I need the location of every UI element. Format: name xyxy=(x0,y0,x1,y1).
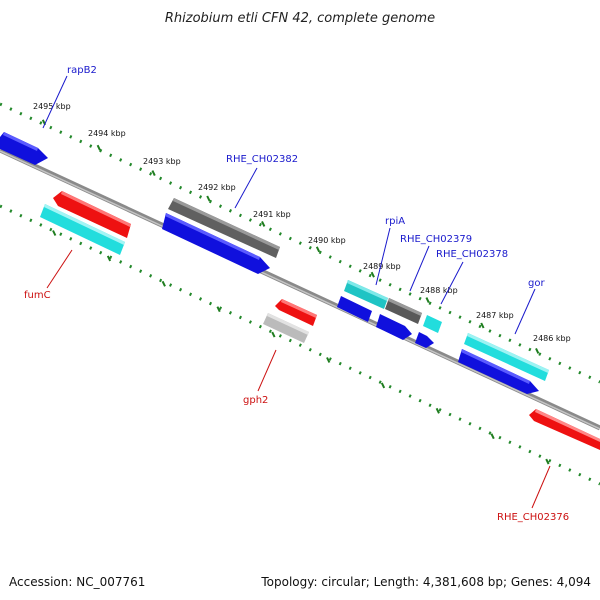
gene-label-gph2: gph2 xyxy=(243,395,268,406)
gene-arrow-RHE_CH02378[interactable] xyxy=(415,332,434,348)
genome-backbone xyxy=(0,147,600,431)
gene-arrow-RHE_CH02382[interactable] xyxy=(162,213,270,274)
tick-label: 2491 kbp xyxy=(253,210,291,219)
forward-tick-ring xyxy=(0,102,600,384)
cds-cyan-RHE_CH02378[interactable] xyxy=(423,315,442,333)
tick-label: 2487 kbp xyxy=(476,311,514,320)
tick-label: 2495 kbp xyxy=(33,102,71,111)
gene-label-fumC: fumC xyxy=(24,290,51,301)
tick-label: 2494 kbp xyxy=(88,129,126,138)
gene-label-RHE_CH02379: RHE_CH02379 xyxy=(400,234,472,245)
gene-arrow-RHE_CH02379[interactable] xyxy=(376,314,412,340)
gene-label-RHE_CH02382: RHE_CH02382 xyxy=(226,154,298,165)
tick-label: 2486 kbp xyxy=(533,334,571,343)
reverse-tick-ring xyxy=(0,204,600,486)
forward-major-ticks xyxy=(41,119,540,354)
gene-label-RHE_CH02378: RHE_CH02378 xyxy=(436,249,508,260)
reverse-major-ticks xyxy=(52,230,550,465)
cds-gray-RHE_CH02379[interactable] xyxy=(385,298,422,324)
gene-label-rapB2: rapB2 xyxy=(67,65,97,76)
gene-label-RHE_CH02376: RHE_CH02376 xyxy=(497,512,569,523)
tick-labels: 2495 kbp 2494 kbp 2493 kbp 2492 kbp 2491… xyxy=(33,102,571,343)
forward-cds-row xyxy=(168,198,549,381)
footer-summary: Topology: circular; Length: 4,381,608 bp… xyxy=(260,575,591,589)
gene-arrow-RHE_CH02376[interactable] xyxy=(529,409,600,450)
cds-lightgray-gph2[interactable] xyxy=(263,313,309,343)
gene-arrow-fumC-red[interactable] xyxy=(53,191,131,238)
reverse-gene-row xyxy=(53,191,600,450)
gene-arrow-gph2-red[interactable] xyxy=(275,299,317,326)
gene-arrow-gor[interactable] xyxy=(458,349,539,394)
tick-label: 2490 kbp xyxy=(308,236,346,245)
tick-label: 2489 kbp xyxy=(363,262,401,271)
cds-cyan-fumC[interactable] xyxy=(40,204,125,255)
tick-label: 2488 kbp xyxy=(420,286,458,295)
gene-arrow-rpiA[interactable] xyxy=(337,296,372,322)
gene-label-gor: gor xyxy=(528,278,545,289)
tick-label: 2492 kbp xyxy=(198,183,236,192)
gene-label-rpiA: rpiA xyxy=(385,216,405,227)
gene-arrow-rapB2[interactable] xyxy=(0,132,48,165)
cds-cyan-rpiA[interactable] xyxy=(344,280,388,309)
tick-label: 2493 kbp xyxy=(143,157,181,166)
footer-accession: Accession: NC_007761 xyxy=(9,575,145,589)
reverse-cds-row xyxy=(40,204,309,343)
map-title: Rhizobium etli CFN 42, complete genome xyxy=(165,11,435,26)
cds-gray-block[interactable] xyxy=(168,198,280,258)
label-leader-lines xyxy=(42,75,551,509)
forward-gene-row xyxy=(0,132,539,394)
cds-cyan-gor[interactable] xyxy=(464,333,549,381)
gene-labels: rapB2 RHE_CH02382 rpiA RHE_CH02379 RHE_C… xyxy=(24,65,569,523)
